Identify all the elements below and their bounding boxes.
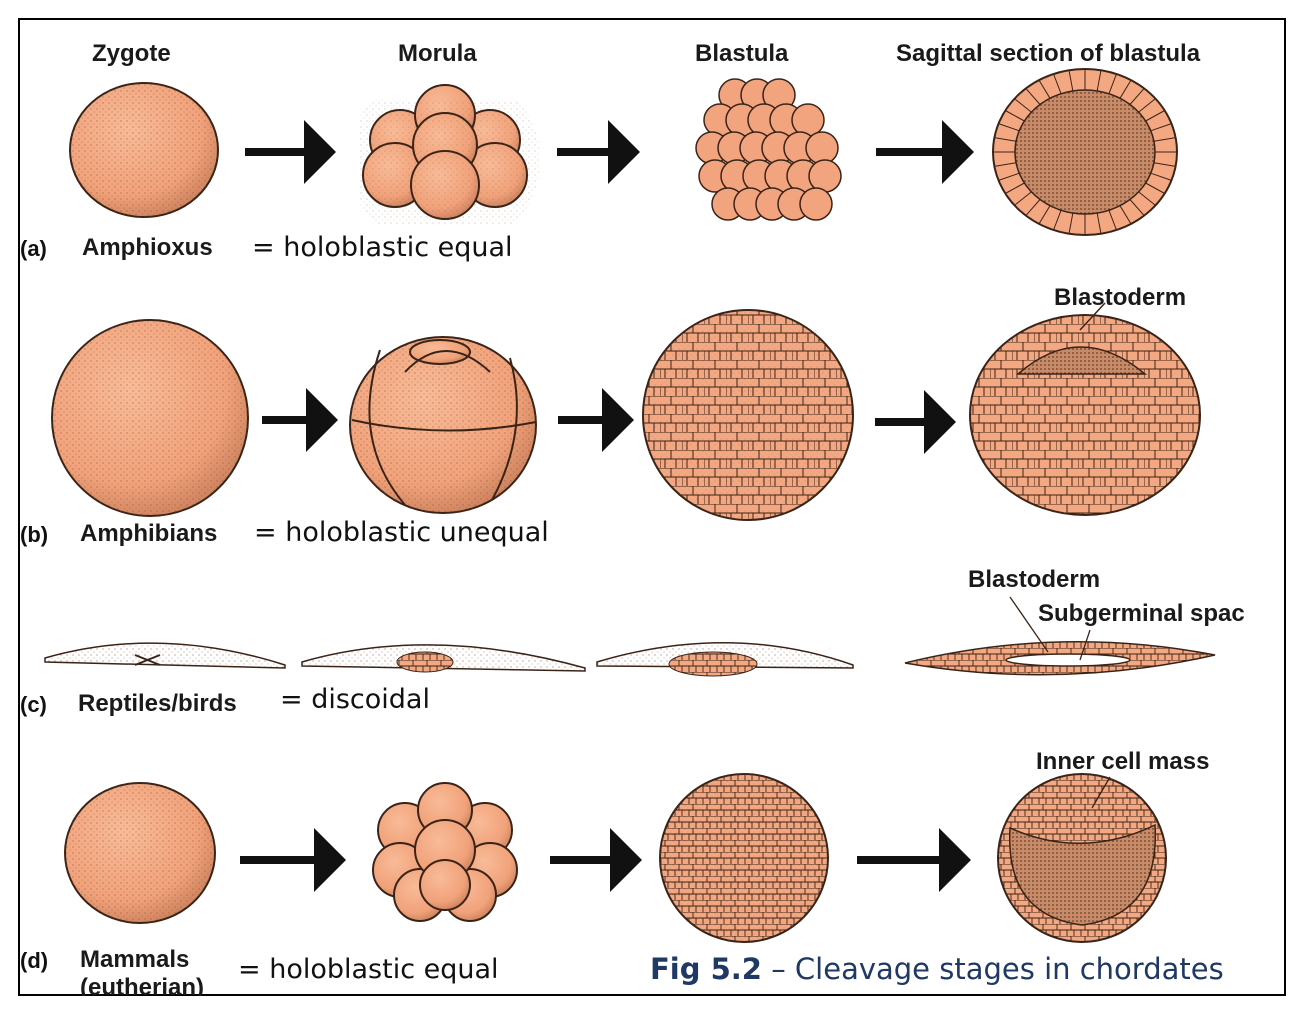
mammal-sagittal-section xyxy=(997,773,1167,943)
row-a-group: Amphioxus xyxy=(82,234,213,261)
row-c-cleavage: = discoidal xyxy=(280,684,430,715)
mammal-zygote xyxy=(64,782,216,924)
mammal-blastula xyxy=(659,773,829,943)
row-b-cleavage: = holoblastic unequal xyxy=(254,517,549,548)
discoidal-stage-3 xyxy=(596,641,854,677)
row-d-group-sub: (eutherian) xyxy=(80,974,205,996)
figure-number: Fig 5.2 xyxy=(650,952,762,986)
row-c-tag: (c) xyxy=(20,692,47,717)
amphioxus-zygote xyxy=(69,82,219,218)
row-c-group: Reptiles/birds xyxy=(78,690,237,717)
row-a-tag: (a) xyxy=(20,236,47,261)
amphioxus-blastula xyxy=(695,78,842,221)
row-d-tag: (d) xyxy=(20,948,49,973)
discoidal-stage-2 xyxy=(301,644,586,673)
amphioxus-morula xyxy=(360,84,540,225)
annotation-inner-cell-mass: Inner cell mass xyxy=(1036,748,1210,775)
annotation-subgerminal: Subgerminal spac xyxy=(1038,600,1245,627)
row-a-cleavage: = holoblastic equal xyxy=(252,232,513,263)
row-b-group: Amphibians xyxy=(80,520,218,547)
header-sagittal: Sagittal section of blastula xyxy=(896,40,1201,67)
annotation-blastoderm-b: Blastoderm xyxy=(1054,284,1187,311)
row-d-cleavage: = holoblastic equal xyxy=(238,954,499,985)
header-zygote: Zygote xyxy=(92,40,171,67)
header-morula: Morula xyxy=(398,40,477,67)
discoidal-stage-1 xyxy=(44,642,286,669)
figure-border xyxy=(18,18,1286,996)
amphibian-zygote xyxy=(51,319,249,517)
figure-caption: Fig 5.2 – Cleavage stages in chordates xyxy=(650,952,1224,986)
header-blastula: Blastula xyxy=(695,40,789,67)
figure-caption-text: – Cleavage stages in chordates xyxy=(761,952,1224,986)
mammal-morula xyxy=(372,782,518,922)
amphibian-blastula xyxy=(642,309,854,521)
amphibian-morula xyxy=(349,336,537,514)
annotation-blastoderm-c: Blastoderm xyxy=(968,566,1101,593)
row-b-tag: (b) xyxy=(20,522,49,547)
amphibian-sagittal-section xyxy=(969,302,1201,516)
discoidal-stage-4 xyxy=(904,596,1216,676)
row-d-group: Mammals xyxy=(80,946,190,973)
amphioxus-sagittal-section xyxy=(992,68,1178,236)
